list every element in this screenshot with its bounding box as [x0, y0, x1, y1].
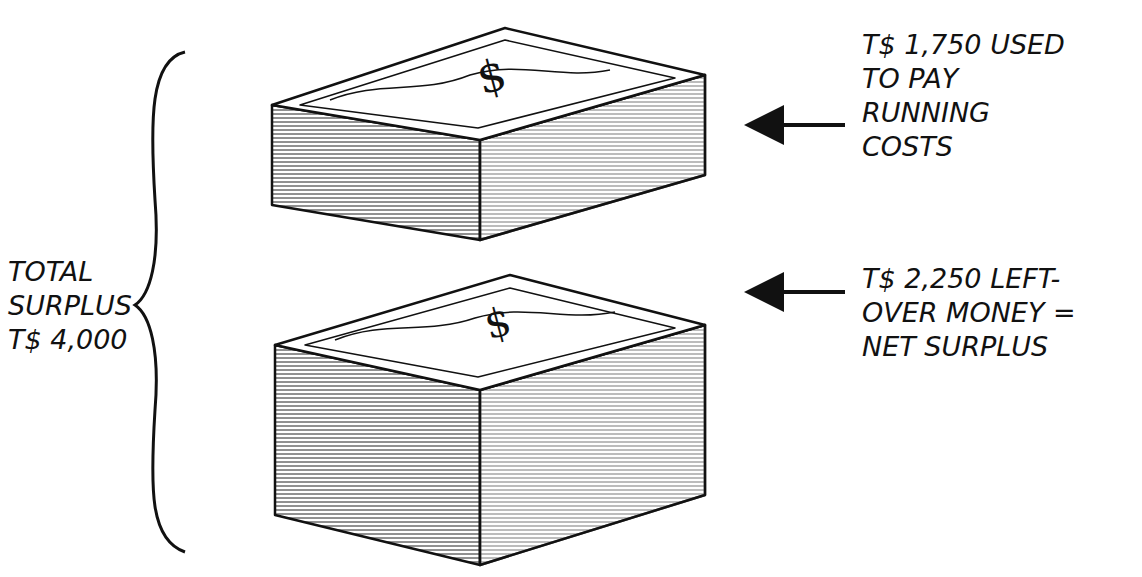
svg-text:$: $ — [471, 48, 511, 105]
svg-text:$: $ — [479, 297, 515, 348]
brace — [135, 52, 185, 552]
total-label: TOTAL SURPLUS T$ 4,000 — [8, 255, 158, 357]
pointer-arrow — [752, 123, 845, 127]
net-surplus-label: T$ 2,250 LEFT-OVER MONEY = NET SURPLUS — [862, 262, 1077, 364]
top-money-stack: $ — [272, 28, 705, 240]
pointer-arrow — [752, 290, 845, 294]
running-costs-label: T$ 1,750 USED TO PAY RUNNING COSTS — [862, 28, 1077, 164]
bottom-money-stack: $ — [275, 275, 705, 565]
